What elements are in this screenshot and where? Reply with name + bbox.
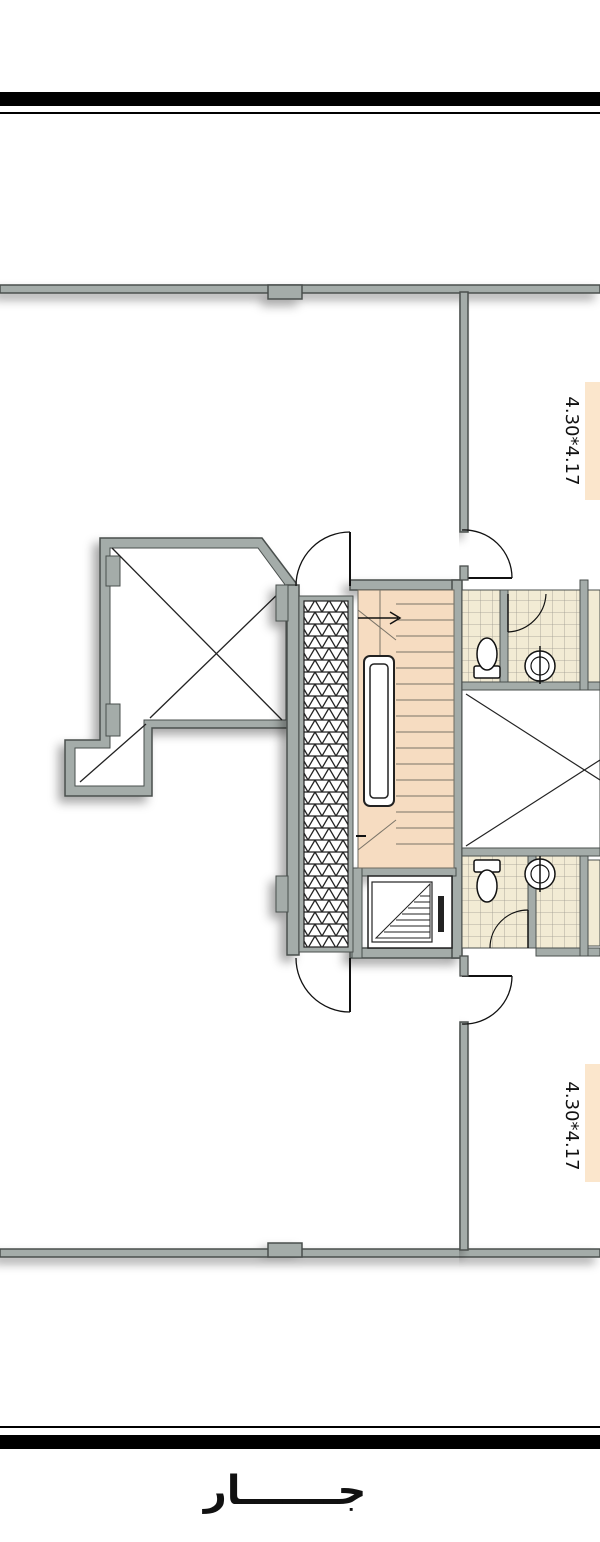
page-border-top — [0, 92, 600, 114]
outer-walls — [0, 284, 600, 1258]
staircase — [356, 589, 455, 869]
page-border-bottom — [0, 1426, 600, 1449]
light-well — [64, 537, 297, 797]
sink-icon — [524, 856, 556, 892]
doors — [295, 529, 513, 1025]
central-void — [461, 689, 600, 851]
sink-icon — [524, 646, 556, 684]
core-walls — [275, 579, 463, 959]
bathroom-bottom — [461, 847, 600, 957]
elevator — [367, 875, 453, 949]
neighbor-label: جـــــــار — [202, 1468, 367, 1514]
room-label-bottom: 4.30*4.17 — [561, 1064, 600, 1182]
bathroom-top — [461, 579, 600, 691]
toilet-icon — [473, 859, 501, 903]
room-dimension-text: 4.30*4.17 — [561, 1081, 582, 1170]
toilet-icon — [473, 637, 501, 679]
room-label-top: 4.30*4.17 — [561, 382, 600, 500]
partition-walls — [459, 291, 469, 1251]
room-dimension-text: 4.30*4.17 — [561, 396, 582, 485]
service-shaft — [298, 595, 354, 953]
